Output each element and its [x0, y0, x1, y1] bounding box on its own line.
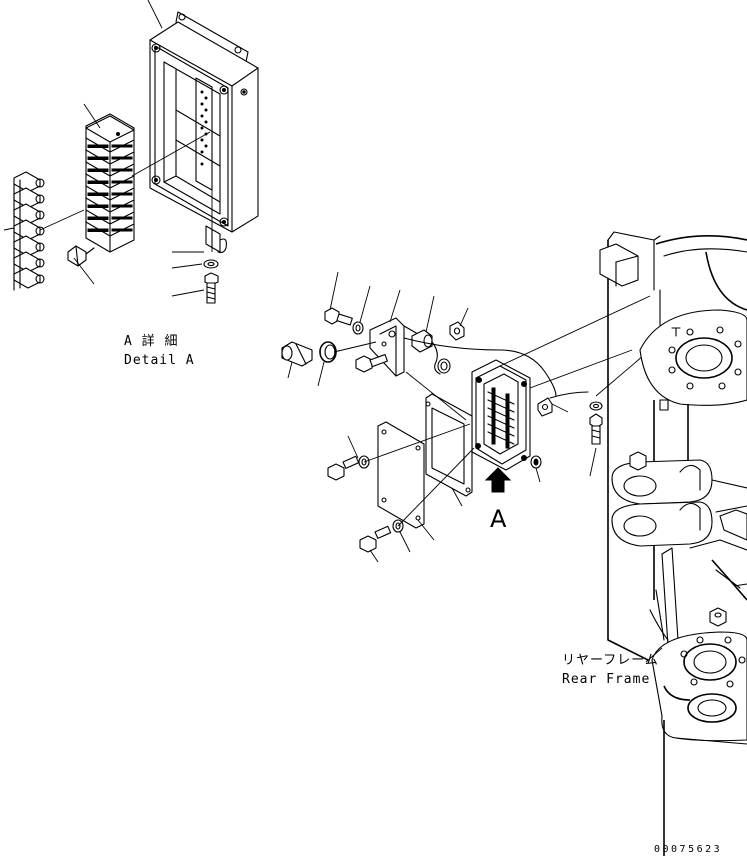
fuse-puller: [67, 245, 95, 267]
hex-nut: [449, 321, 465, 341]
detail-a-title-en: Detail A: [124, 353, 195, 368]
box-washer: [203, 259, 219, 269]
spare-fuses: [13, 171, 45, 291]
installed-fuse-box: [471, 359, 531, 471]
box-screw: [151, 43, 248, 227]
wire-harness: [403, 337, 557, 397]
connector-plug: [281, 341, 313, 367]
rear-frame-label-jp: リヤーフレーム: [562, 653, 659, 668]
box-bracket: [205, 225, 221, 253]
fuse-stack: [85, 113, 135, 253]
frame-bolt: [589, 413, 603, 445]
mount-bolt: [355, 353, 388, 373]
cover-bolt-lower: [359, 525, 392, 553]
harness-connector: [411, 329, 441, 375]
detail-leaders: [3, 0, 213, 297]
detail-a-title-jp: A 詳 細: [124, 333, 178, 349]
view-marker-a: A: [490, 505, 507, 533]
box-nut: [530, 455, 542, 469]
gasket: [425, 393, 473, 497]
rear-frame-label-en: Rear Frame: [562, 672, 650, 687]
rear-frame: [599, 231, 747, 856]
grommet: [437, 358, 451, 374]
cover-washer-lower: [392, 519, 404, 533]
document-number: 00075623: [654, 844, 722, 855]
clamp-ring: [319, 341, 337, 363]
box-bolt: [204, 272, 219, 304]
cover-washer: [358, 455, 370, 469]
bracket-washer: [352, 321, 364, 335]
assembly-lines: [287, 271, 651, 563]
connector-bracket: [369, 317, 419, 377]
cover-plate: [377, 421, 425, 529]
frame-washer: [589, 401, 603, 411]
cable-clip: [537, 397, 553, 417]
view-arrow: [484, 467, 512, 493]
cover-bolt: [327, 455, 360, 481]
fuse-box: [149, 11, 259, 254]
bracket-bolt: [324, 307, 353, 326]
rear-frame-leader: [645, 647, 663, 663]
